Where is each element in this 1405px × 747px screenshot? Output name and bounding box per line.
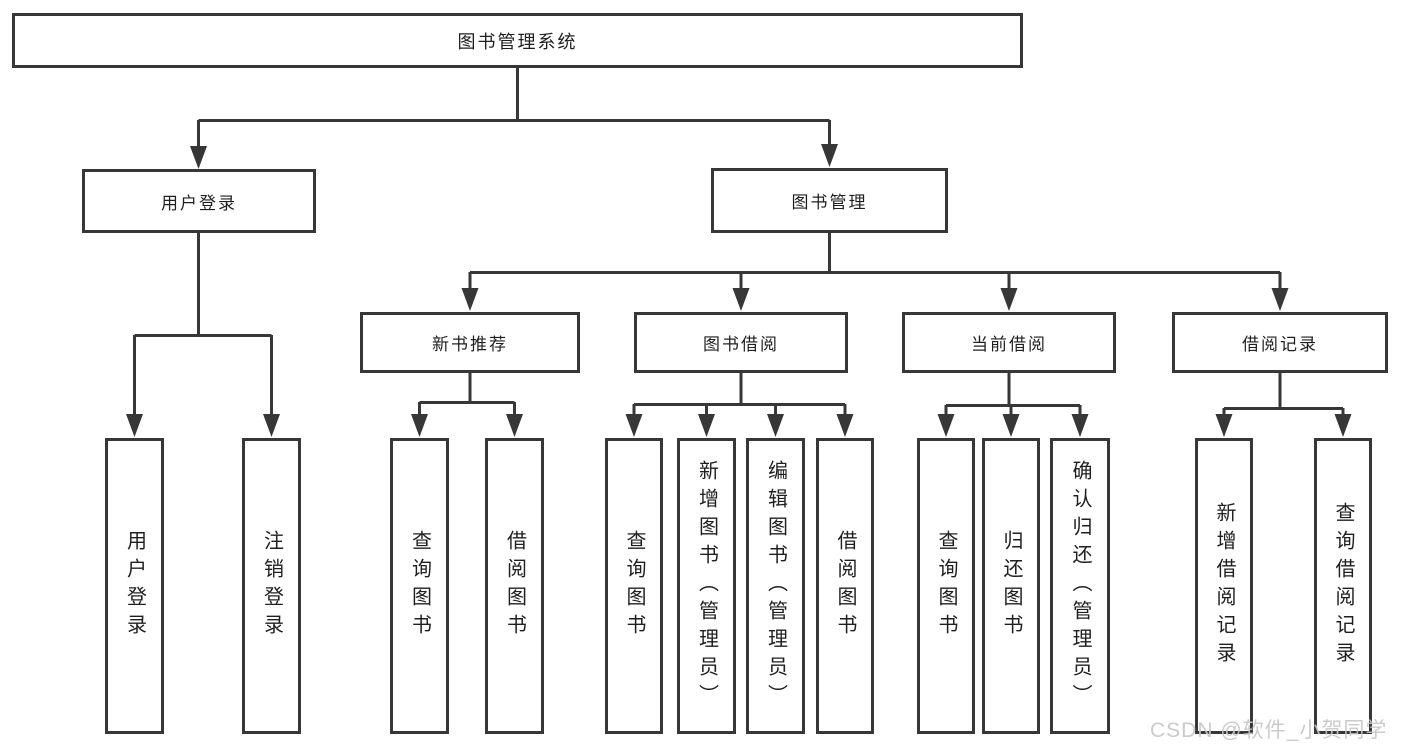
node-user-login: 用户登录 xyxy=(82,169,316,233)
leaf-borrow-books-recommend: 借阅图书 xyxy=(485,438,544,734)
leaf-query-books-borrow: 查询图书 xyxy=(605,438,663,734)
leaf-query-books-recommend: 查询图书 xyxy=(390,438,449,734)
node-book-management: 图书管理 xyxy=(711,168,948,233)
leaf-add-borrow-record: 新增借阅记录 xyxy=(1195,438,1253,734)
leaf-borrow-books: 借阅图书 xyxy=(816,438,874,734)
leaf-query-books-current: 查询图书 xyxy=(917,438,975,734)
node-library-management-system: 图书管理系统 xyxy=(12,13,1023,68)
node-current-borrowing: 当前借阅 xyxy=(902,312,1116,373)
leaf-query-borrow-record: 查询借阅记录 xyxy=(1314,438,1372,734)
leaf-user-login: 用户登录 xyxy=(105,438,164,734)
leaf-edit-books-admin: 编辑图书（管理员） xyxy=(746,438,805,734)
leaf-logout: 注销登录 xyxy=(242,438,301,734)
leaf-confirm-return-admin: 确认归还（管理员） xyxy=(1050,438,1110,734)
node-book-borrowing: 图书借阅 xyxy=(634,312,848,373)
leaf-return-books: 归还图书 xyxy=(982,438,1040,734)
watermark: CSDN @软件_小贺同学 xyxy=(1150,719,1388,742)
node-borrowing-records: 借阅记录 xyxy=(1172,312,1388,373)
node-new-book-recommend: 新书推荐 xyxy=(360,312,580,373)
leaf-add-books-admin: 新增图书（管理员） xyxy=(677,438,736,734)
